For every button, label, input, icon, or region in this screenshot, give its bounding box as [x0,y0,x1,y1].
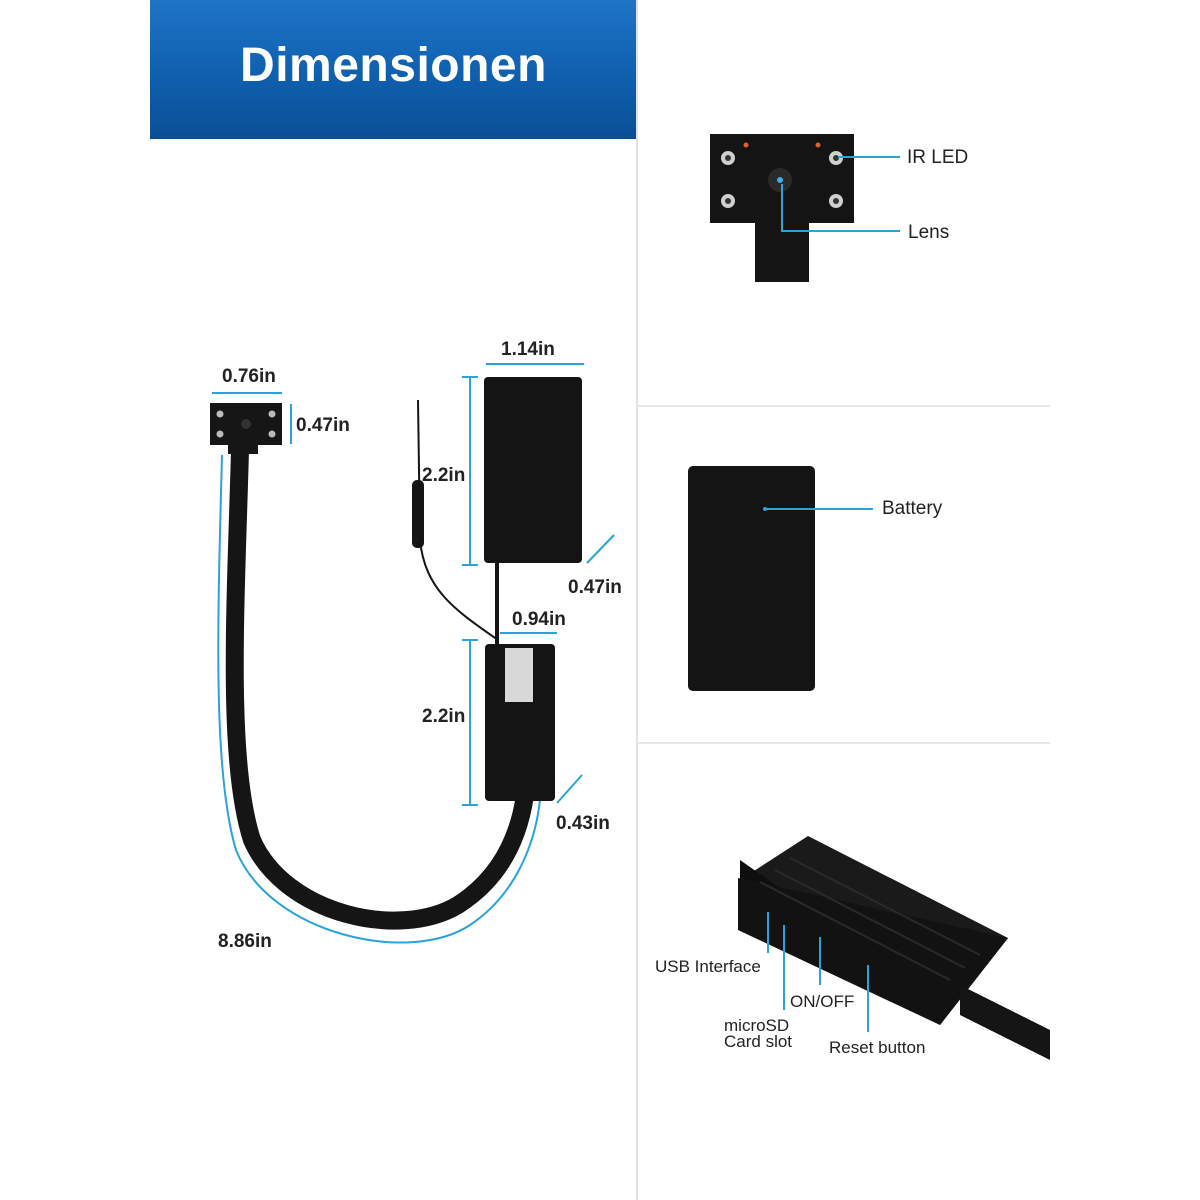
vertical-divider [636,0,638,1200]
camera-height-label: 0.47in [296,415,350,436]
cable-length-arc [217,454,541,944]
battery-height-label: 2.2in [422,465,466,486]
module-width-label: 0.94in [512,609,566,630]
battery-width-label: 1.14in [501,339,555,360]
battery-pack [484,377,582,563]
microsd-callout-line1: microSD [724,1016,790,1035]
usb-interface-callout: USB Interface [655,957,761,976]
ir-led-callout: IR LED [907,147,969,168]
camera-board-small [210,403,282,454]
microsd-callout-line2: Card slot [724,1032,793,1051]
flex-cable [225,441,534,930]
battery-callout: Battery [882,498,943,519]
horizontal-divider-top [637,405,1050,407]
lens-callout: Lens [908,222,950,243]
on-off-callout: ON/OFF [790,992,855,1011]
page-title: Dimensionen [240,39,547,92]
header-banner: Dimensionen [150,0,637,139]
camera-width-label: 0.76in [222,366,276,387]
battery-depth-label: 0.47in [568,577,622,598]
horizontal-divider-bottom [637,742,1050,744]
module-label-sticker [505,648,533,702]
module-depth-label: 0.43in [556,813,610,834]
module-closeup [738,836,1050,1060]
battery-closeup [688,466,815,691]
main-module [485,644,555,801]
cable-length-label: 8.86in [218,931,272,952]
antenna [412,480,424,548]
reset-button-callout: Reset button [829,1038,926,1057]
module-height-label: 2.2in [422,706,466,727]
